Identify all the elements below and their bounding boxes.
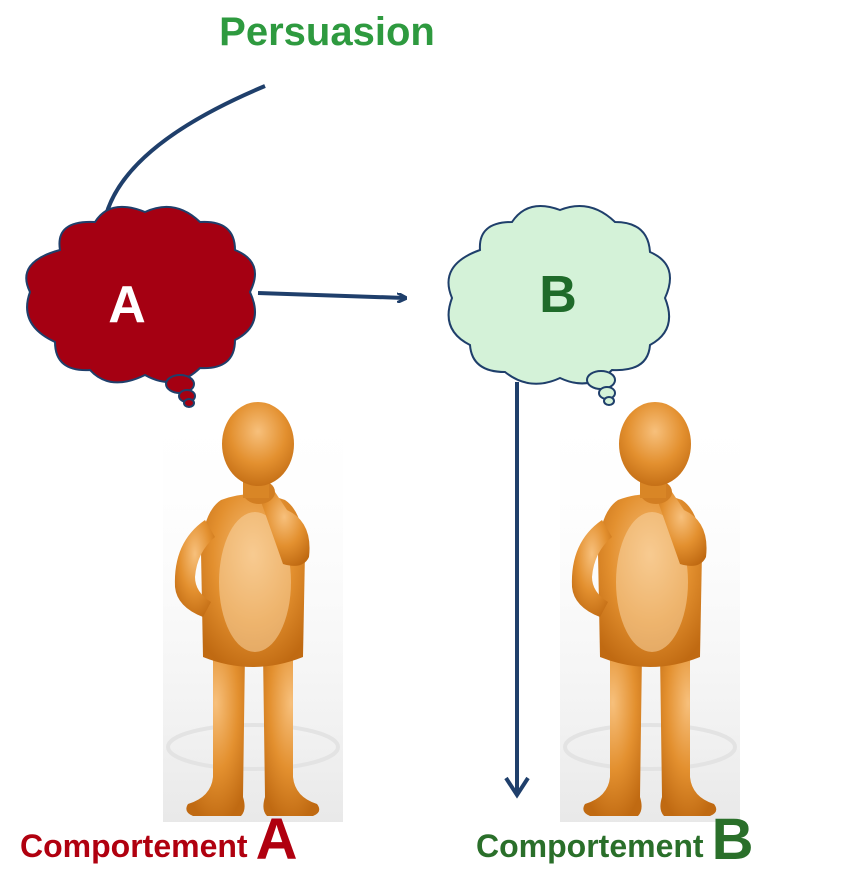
person-left-figure — [161, 390, 345, 824]
behavior-a-letter: A — [255, 807, 298, 872]
cloud-a-shape — [25, 205, 256, 384]
thought-cloud-b: B — [447, 205, 671, 406]
cloud-a-letter: A — [108, 276, 146, 334]
arrow-down-head — [504, 776, 530, 799]
thought-cloud-a: A — [25, 205, 256, 408]
cloud-b-shape — [447, 205, 671, 385]
behavior-b-letter: B — [711, 807, 754, 872]
cloud-b-letter: B — [539, 266, 577, 324]
person-right-figure — [558, 390, 742, 824]
behavior-b-word: Comportement — [476, 828, 704, 864]
cloud-b-bubble-small — [603, 396, 615, 406]
cloud-a-bubble-small — [183, 398, 195, 408]
cloud-b-bubble-large — [586, 370, 616, 390]
arrow-a-to-b — [257, 291, 405, 298]
behavior-a-word: Comportement — [20, 828, 248, 864]
persuasion-title: Persuasion — [219, 10, 435, 54]
